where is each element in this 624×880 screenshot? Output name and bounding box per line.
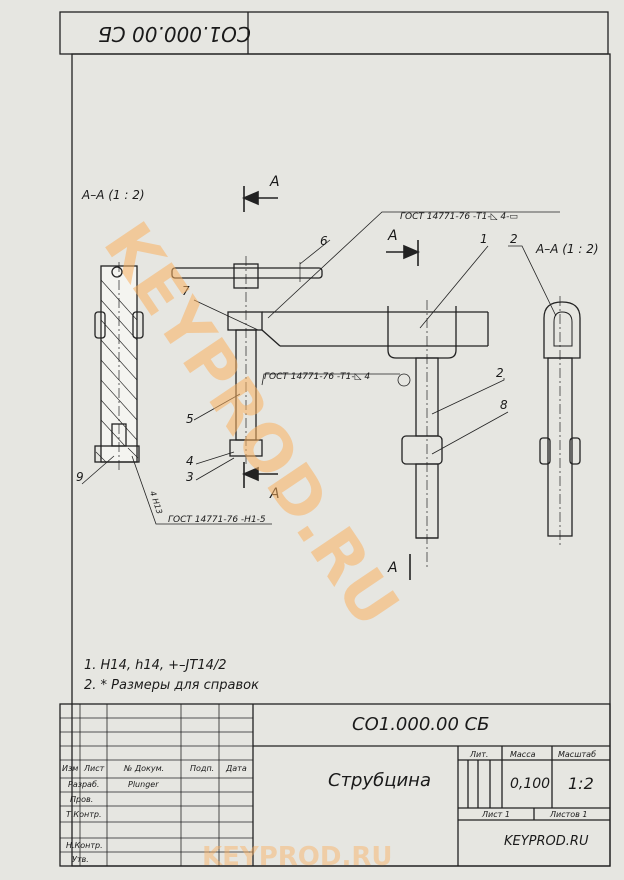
tb-designation: СО1.000.00 СБ — [352, 714, 490, 735]
tb-scale: 1:2 — [568, 774, 594, 793]
tb-hdr-izm: Изм — [62, 764, 79, 773]
tb-name: Струбцина — [328, 770, 431, 791]
leader-1: 1 — [480, 232, 488, 246]
leader-2: 2 — [496, 366, 504, 380]
tb-mass: 0,100 — [510, 776, 551, 792]
note-2: 2. * Размеры для справок — [84, 678, 259, 693]
section-letter-right-top: А — [388, 228, 398, 244]
leader-9: 9 — [76, 470, 84, 484]
right-section-view — [539, 296, 581, 546]
leader-8: 8 — [500, 398, 508, 412]
tb-hdr-doc: № Докум. — [124, 764, 165, 773]
leader-2-right: 2 — [510, 232, 518, 246]
weld-note-middle: ГОСТ 14771-76 -Т1-◺ 4 — [264, 372, 371, 382]
tb-role-prov: Пров. — [70, 795, 94, 804]
section-letter-top: А — [270, 174, 280, 190]
stamp-rotated: СО1.000.00 СБ — [98, 22, 251, 46]
section-label-left: А–А (1 : 2) — [82, 188, 145, 202]
tb-role-nkontr: Н.Контр. — [66, 841, 103, 850]
tb-sheets: Листов 1 — [550, 810, 588, 819]
note-1: 1. Н14, h14, +–JT14/2 — [84, 658, 227, 673]
section-label-right: А–А (1 : 2) — [536, 242, 599, 256]
tb-author: Plunger — [128, 780, 159, 789]
tb-role-razrab: Разраб. — [68, 780, 100, 789]
leader-5: 5 — [186, 412, 194, 426]
tb-role-utv: Утв. — [72, 855, 89, 864]
tb-org: KEYPROD.RU — [504, 834, 589, 849]
tb-col-lit: Лит. — [470, 750, 489, 759]
title-block-frame — [59, 703, 611, 867]
weld-note-top: ГОСТ 14771-76 -Т1-◺ 4-▭ — [400, 212, 518, 222]
left-section-view — [94, 262, 144, 470]
tb-col-mass: Масса — [510, 750, 536, 759]
tb-sheet: Лист 1 — [482, 810, 510, 819]
central-view — [171, 256, 489, 570]
weld-note-bottom: ГОСТ 14771-76 -Н1-5 — [168, 515, 266, 525]
section-letter-right-bottom: А — [388, 560, 398, 576]
leader-4: 4 — [186, 454, 194, 468]
watermark-bottom: KEYPROD.RU — [202, 842, 393, 872]
tb-col-scale: Масштаб — [558, 750, 597, 759]
tb-hdr-list: Лист — [84, 764, 105, 773]
tb-hdr-sign: Подп. — [190, 764, 215, 773]
leader-7: 7 — [182, 284, 190, 298]
leader-6: 6 — [320, 234, 328, 248]
leader-3: 3 — [186, 470, 194, 484]
sheet-frame — [71, 53, 611, 867]
tb-hdr-date: Дата — [226, 764, 247, 773]
section-letter-bottom: А — [270, 486, 280, 502]
tb-role-tkontr: Т.Контр. — [66, 810, 102, 819]
